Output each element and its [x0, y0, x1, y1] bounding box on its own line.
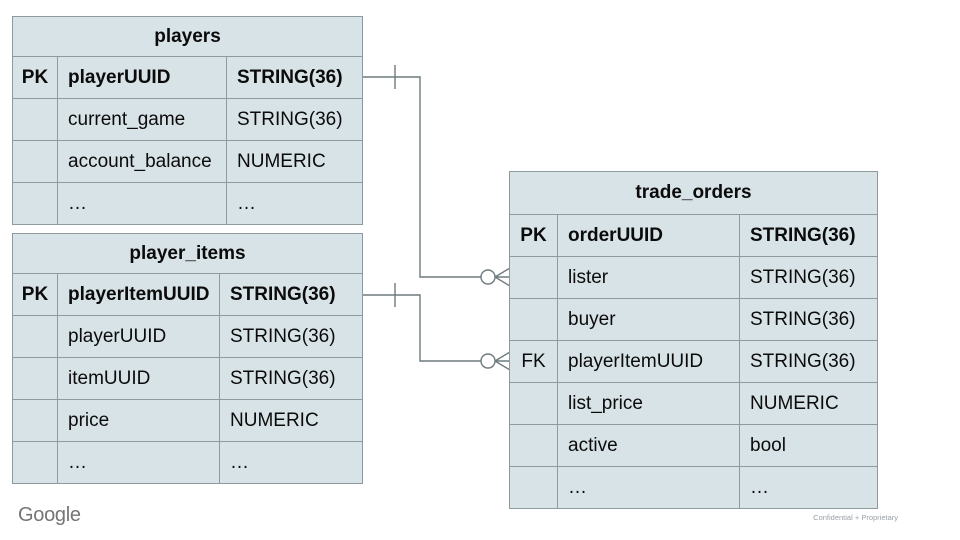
trade_orders-name-cell: …	[557, 466, 740, 509]
google-logo: Google	[18, 504, 81, 526]
trade_orders-type-cell: STRING(36)	[738, 340, 879, 383]
trade_orders-name-cell: lister	[557, 256, 740, 299]
player_items-key-cell	[12, 315, 58, 358]
crows-foot-many-icon	[494, 351, 511, 371]
players-name-cell: …	[57, 182, 227, 225]
trade_orders-type-cell: bool	[738, 424, 879, 467]
trade_orders-name-cell: list_price	[557, 382, 740, 425]
player_items-name-cell: playerUUID	[57, 315, 220, 358]
players-name-cell: current_game	[57, 98, 227, 141]
trade_orders-name-cell: playerItemUUID	[557, 340, 740, 383]
relationship-players-to-trade-orders	[361, 65, 511, 287]
trade_orders-type-cell: STRING(36)	[738, 256, 879, 299]
player_items-row: ……	[12, 441, 363, 484]
player_items-name-cell: …	[57, 441, 220, 484]
players-name-cell: account_balance	[57, 140, 227, 183]
crows-foot-many-icon	[494, 267, 511, 287]
relationship-player-items-to-trade-orders	[361, 283, 511, 371]
connector-line	[361, 76, 481, 278]
trade_orders-name-cell: buyer	[557, 298, 740, 341]
trade_orders-name-cell: orderUUID	[557, 214, 740, 257]
players-title-row: players	[12, 16, 363, 57]
cardinality-zero-circle-icon	[480, 269, 496, 285]
trade_orders-type-cell: STRING(36)	[738, 214, 879, 257]
players-key-cell: PK	[12, 56, 58, 99]
trade_orders-key-cell	[509, 424, 558, 467]
connector-line	[361, 294, 481, 362]
trade_orders-key-cell: PK	[509, 214, 558, 257]
trade_orders-row: ……	[509, 466, 879, 509]
trade_orders-key-cell	[509, 382, 558, 425]
player_items-type-cell: …	[219, 441, 363, 484]
players-key-cell	[12, 98, 58, 141]
players-name-cell: playerUUID	[57, 56, 227, 99]
trade-orders-title-row: trade_orders	[508, 171, 879, 215]
player_items-name-cell: itemUUID	[57, 357, 220, 400]
player_items-type-cell: STRING(36)	[219, 357, 363, 400]
player-items-table-title: player_items	[12, 233, 363, 274]
player_items-key-cell: PK	[12, 273, 58, 316]
players-key-cell	[12, 140, 58, 183]
cardinality-zero-circle-icon	[480, 353, 496, 369]
players-table-title: players	[12, 16, 363, 57]
players-type-cell: NUMERIC	[226, 140, 363, 183]
trade_orders-key-cell: FK	[509, 340, 558, 383]
players-key-cell	[12, 182, 58, 225]
trade_orders-name-cell: active	[557, 424, 740, 467]
player_items-type-cell: STRING(36)	[219, 315, 363, 358]
player_items-type-cell: NUMERIC	[219, 399, 363, 442]
confidential-note: Confidential + Proprietary	[813, 513, 898, 522]
player_items-key-cell	[12, 399, 58, 442]
players-type-cell: STRING(36)	[226, 56, 363, 99]
player_items-name-cell: playerItemUUID	[57, 273, 220, 316]
trade_orders-key-cell	[509, 298, 558, 341]
player-items-title-row: player_items	[12, 233, 363, 274]
player_items-name-cell: price	[57, 399, 220, 442]
players-row: ……	[12, 182, 363, 225]
player_items-key-cell	[12, 441, 58, 484]
players-type-cell: …	[226, 182, 363, 225]
player_items-key-cell	[12, 357, 58, 400]
trade-orders-table-title: trade_orders	[508, 171, 879, 215]
trade_orders-key-cell	[509, 256, 558, 299]
trade_orders-type-cell: …	[738, 466, 879, 509]
trade_orders-type-cell: NUMERIC	[738, 382, 879, 425]
player_items-type-cell: STRING(36)	[219, 273, 363, 316]
trade_orders-key-cell	[509, 466, 558, 509]
trade_orders-type-cell: STRING(36)	[738, 298, 879, 341]
players-type-cell: STRING(36)	[226, 98, 363, 141]
